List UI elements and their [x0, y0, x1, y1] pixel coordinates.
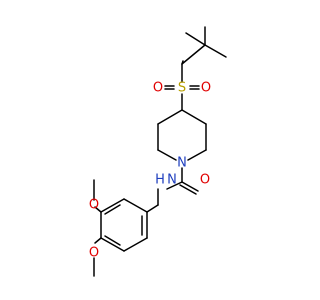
carbonyl-oxygen-label: O	[200, 173, 210, 188]
amide-hydrogen-label: H	[155, 173, 165, 188]
sulfonyl-oxygen-left-label: O	[153, 81, 163, 96]
sulfur-atom-label: S	[178, 81, 186, 96]
bond-ring-4	[157, 149, 177, 161]
piperidine-ring	[157, 109, 207, 161]
sulfonyl-oxygen-right-label: O	[201, 81, 211, 96]
bond-carbonyl-oxygen-b	[179, 184, 197, 195]
methoxy-oxygen-bottom-label: O	[89, 246, 99, 261]
sulfonyl-group	[164, 63, 200, 111]
bond-benzene-inner-2	[104, 235, 121, 246]
bond-ring-6	[157, 109, 183, 125]
bond-benzene-inner-3	[104, 204, 121, 215]
bond-isobutyl-ch2	[181, 44, 206, 65]
background	[0, 0, 300, 300]
bond-benzene-5	[100, 198, 125, 213]
bond-isobutyl-ch-methyl-left	[185, 32, 206, 46]
bond-carbonyl-oxygen-a	[181, 181, 199, 192]
bond-benzene-6	[123, 198, 148, 213]
bond-isobutyl-ch-methyl-right	[204, 44, 227, 58]
piperidine-nitrogen-label: N	[177, 156, 187, 171]
methoxy-groups	[93, 179, 102, 277]
bond-benzene-3	[100, 237, 125, 252]
bond-carbonyl-nh	[166, 181, 183, 190]
bond-ring-1	[181, 109, 207, 125]
bond-aryl-methoxy-top	[94, 206, 102, 213]
molecule-structure: S O O N N H O O O	[0, 0, 300, 300]
molecule-drawing: S O O N N H O O O	[0, 0, 300, 300]
isobutyl-group	[181, 26, 227, 65]
bond-ring-3	[187, 149, 207, 161]
bond-ch2-aryl	[146, 204, 159, 213]
amide-nitrogen-label: N	[167, 173, 177, 188]
bond-aryl-methoxy-bottom	[94, 237, 102, 244]
methoxy-oxygen-top-label: O	[89, 198, 99, 213]
benzene-ring	[100, 198, 148, 252]
carboxamide-group	[146, 167, 199, 213]
bond-benzene-2	[123, 237, 148, 252]
